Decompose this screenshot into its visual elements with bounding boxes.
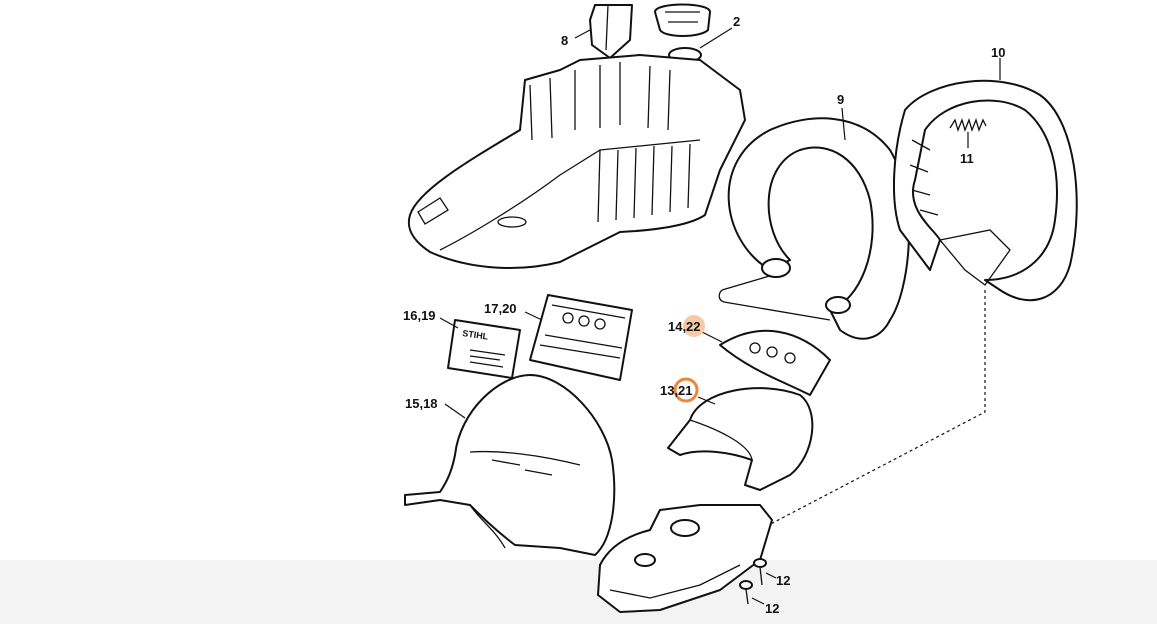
decal-brand: STIHL [462, 328, 490, 342]
bottom-housing[interactable] [597, 504, 773, 613]
bottom-shade [0, 560, 1157, 624]
callout-12b: 12 [765, 601, 779, 616]
leader-16-19 [439, 317, 459, 329]
callout-14-prefix: 14, [668, 319, 686, 334]
highlight-strong-marker [673, 377, 699, 403]
callout-11: 11 [960, 151, 974, 166]
leader-17-20 [524, 311, 543, 321]
part-12-screw-lower[interactable] [739, 580, 753, 605]
part-8[interactable] [589, 4, 633, 59]
callout-17-20: 17,20 [484, 301, 517, 316]
leader-9 [841, 107, 846, 141]
part-11-spring[interactable] [949, 118, 987, 132]
callout-13-prefix: 13, [660, 383, 678, 398]
part-9-handle[interactable] [718, 117, 910, 340]
part-2[interactable] [654, 3, 711, 63]
callout-9: 9 [837, 92, 844, 107]
part-17-20-decal[interactable] [529, 294, 633, 381]
leader-8 [574, 29, 591, 39]
callout-14-highlight[interactable]: 22 [686, 319, 700, 334]
callout-16-19: 16,19 [403, 308, 436, 323]
part-13-21-cover[interactable] [667, 387, 814, 491]
leader-15-18 [444, 403, 466, 419]
leader-13-21 [697, 396, 716, 405]
part-10-guard[interactable] [892, 79, 1078, 302]
leader-12b [751, 597, 765, 605]
main-housing[interactable] [407, 54, 746, 269]
leader-14-22 [701, 331, 723, 343]
callout-8: 8 [561, 33, 568, 48]
part-15-18-cover[interactable] [404, 374, 616, 556]
highlight-soft-marker [683, 315, 705, 337]
part-16-19-decal[interactable]: STIHL [447, 319, 521, 379]
callout-15-18: 15,18 [405, 396, 438, 411]
callout-2: 2 [733, 14, 740, 29]
leader-12a [765, 572, 777, 579]
part-14-22-decal[interactable] [719, 329, 831, 396]
alignment-dashed-line [739, 290, 986, 541]
callout-12a: 12 [776, 573, 790, 588]
callout-10: 10 [991, 45, 1005, 60]
callout-13-highlight[interactable]: 21 [678, 383, 692, 398]
leader-2 [699, 27, 733, 49]
part-12-screw-upper[interactable] [753, 558, 767, 586]
